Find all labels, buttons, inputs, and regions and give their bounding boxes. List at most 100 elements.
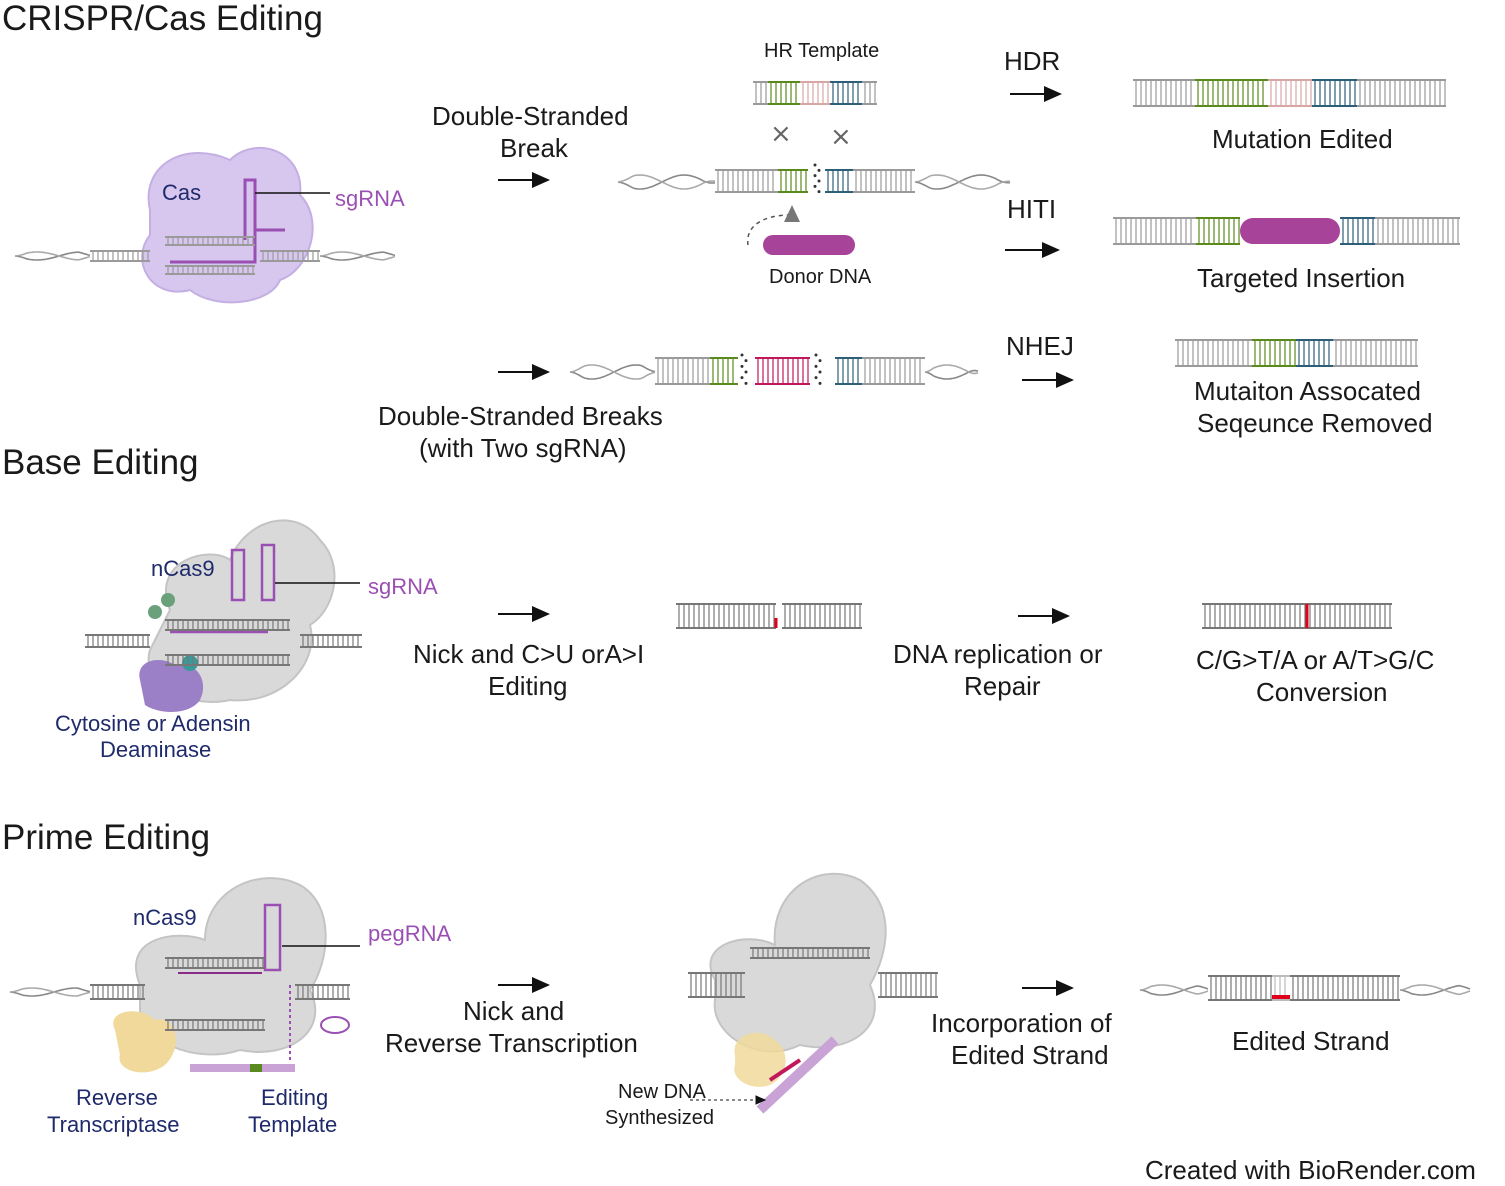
nick-strand-right: [782, 603, 862, 629]
dsb-break-mark: [813, 163, 821, 194]
hdr-result-pink: [1268, 79, 1312, 107]
base-dna-left: [85, 634, 150, 648]
prime2-dna-top: [750, 947, 870, 959]
rt-label-1: Reverse: [76, 1085, 158, 1110]
cas-complex-illustration: [141, 146, 330, 304]
dsb-ladder-right: [853, 169, 915, 193]
deaminase-label-2: Deaminase: [100, 737, 212, 762]
nhej-ladder-right: [862, 357, 925, 385]
conv-label-2: Conversion: [1256, 677, 1388, 707]
targeted-insertion-label: Targeted Insertion: [1197, 263, 1406, 293]
hr-template-pink: [800, 81, 830, 105]
hdr-label: HDR: [1004, 46, 1061, 76]
arrows: [498, 86, 1074, 996]
cas-dna-helix-right: [319, 251, 396, 261]
rt-blob-2: [734, 1032, 786, 1087]
mutation-edited-label: Mutation Edited: [1212, 124, 1393, 154]
hdr-result-right: [1357, 79, 1446, 107]
hiti-result-green: [1196, 217, 1240, 245]
dsbs-label-2: (with Two sgRNA): [419, 433, 627, 463]
prime-nick-label-1: Nick and: [463, 996, 565, 1026]
rt-label-2: Transcriptase: [47, 1112, 180, 1137]
base-dna-right: [300, 634, 362, 648]
dna-strands: [9, 79, 1471, 1031]
base-dna-inner-bottom: [165, 654, 290, 666]
svg-text:×: ×: [830, 122, 852, 152]
dsb-green: [778, 169, 808, 193]
biorender-credit: Created with BioRender.com: [1145, 1155, 1476, 1185]
repl-label-1: DNA replication or: [893, 639, 1103, 669]
nhej-green: [710, 357, 738, 385]
crispr-title: CRISPR/Cas Editing: [2, 0, 323, 38]
base-title: Base Editing: [2, 443, 199, 482]
prime-title: Prime Editing: [2, 818, 211, 857]
svg-text:×: ×: [770, 119, 792, 149]
hiti-insert-bar: [1240, 218, 1340, 244]
prime-dna-inner-top: [165, 957, 265, 969]
base-ncas9-label: nCas9: [151, 556, 215, 581]
repl-label-2: Repair: [964, 671, 1041, 701]
prime2-dna-right: [878, 972, 938, 998]
et-label-2: Template: [248, 1112, 338, 1137]
base-editor-illustration: [139, 519, 360, 712]
deaminase-label-1: Cytosine or Adensin: [55, 711, 251, 736]
cas-protein-blob: [141, 146, 314, 304]
prime-dna-helix-left: [9, 987, 91, 997]
hr-template-left: [753, 81, 768, 105]
edited-helix-right: [1399, 984, 1471, 996]
nhej-break-1: [740, 353, 748, 385]
prime2-dna-left: [688, 972, 745, 998]
base-nick-label-2: Editing: [488, 671, 568, 701]
base-dna-inner-top: [165, 619, 290, 631]
edited-strand-label: Edited Strand: [1232, 1026, 1390, 1056]
new-dna-label-2: Synthesized: [605, 1107, 714, 1129]
nhej-result-right: [1333, 339, 1418, 367]
nucleotide-bead: [182, 655, 198, 671]
nhej-result-left: [1175, 339, 1252, 367]
cas-dna-inner-bottom: [165, 265, 255, 275]
edited-helix-left: [1139, 984, 1209, 996]
hr-template-label: HR Template: [764, 40, 880, 62]
et-label-1: Editing: [261, 1085, 329, 1110]
hr-template-teal: [830, 81, 862, 105]
misc-marks: × ×: [690, 119, 855, 1105]
ncas9-prime-blob: [135, 877, 327, 1056]
nhej-result-teal: [1296, 339, 1333, 367]
prime-dna-left: [90, 984, 145, 1000]
hiti-result-left: [1113, 217, 1196, 245]
dsb-teal: [825, 169, 853, 193]
sgrna-strand: [170, 178, 257, 264]
new-dna-label-1: New DNA: [618, 1081, 706, 1103]
edited-ladder-left: [1208, 975, 1272, 1001]
incorporation-label-1: Incorporation of: [931, 1008, 1112, 1038]
cas-dna-inner-top: [165, 236, 255, 246]
hdr-result-green: [1195, 79, 1268, 107]
nhej-ladder-left: [655, 357, 710, 385]
cas-dna-ladder-left: [90, 250, 150, 262]
donor-dna-bar: [763, 235, 855, 255]
nick-strand-left: [676, 603, 776, 629]
base-nick-label-1: Nick and C>U orA>I: [413, 639, 645, 669]
nhej-helix-right: [924, 364, 979, 380]
hiti-result-right: [1375, 217, 1460, 245]
dsb-label-1: Double-Stranded: [432, 101, 629, 131]
nhej-excised: [755, 357, 810, 385]
hr-template-right: [862, 81, 877, 105]
dsb-helix-left: [617, 174, 716, 190]
prime-nick-label-2: Reverse Transcription: [385, 1028, 638, 1058]
incorporation-label-2: Edited Strand: [951, 1040, 1109, 1070]
nhej-result-green: [1252, 339, 1296, 367]
base-sgrna-label: sgRNA: [368, 574, 438, 599]
hdr-result-left: [1133, 79, 1195, 107]
hiti-label: HITI: [1007, 194, 1057, 224]
rt-blob: [113, 1011, 176, 1073]
dsb-ladder-left: [715, 169, 778, 193]
conv-label-1: C/G>T/A or A/T>G/C: [1196, 645, 1435, 675]
cas-label: Cas: [162, 180, 202, 205]
cas-dna-helix-left: [14, 251, 91, 261]
edited-ladder-right: [1290, 975, 1400, 1001]
prime-ncas9-label: nCas9: [133, 905, 197, 930]
removed-label-2: Seqeunce Removed: [1197, 408, 1433, 438]
